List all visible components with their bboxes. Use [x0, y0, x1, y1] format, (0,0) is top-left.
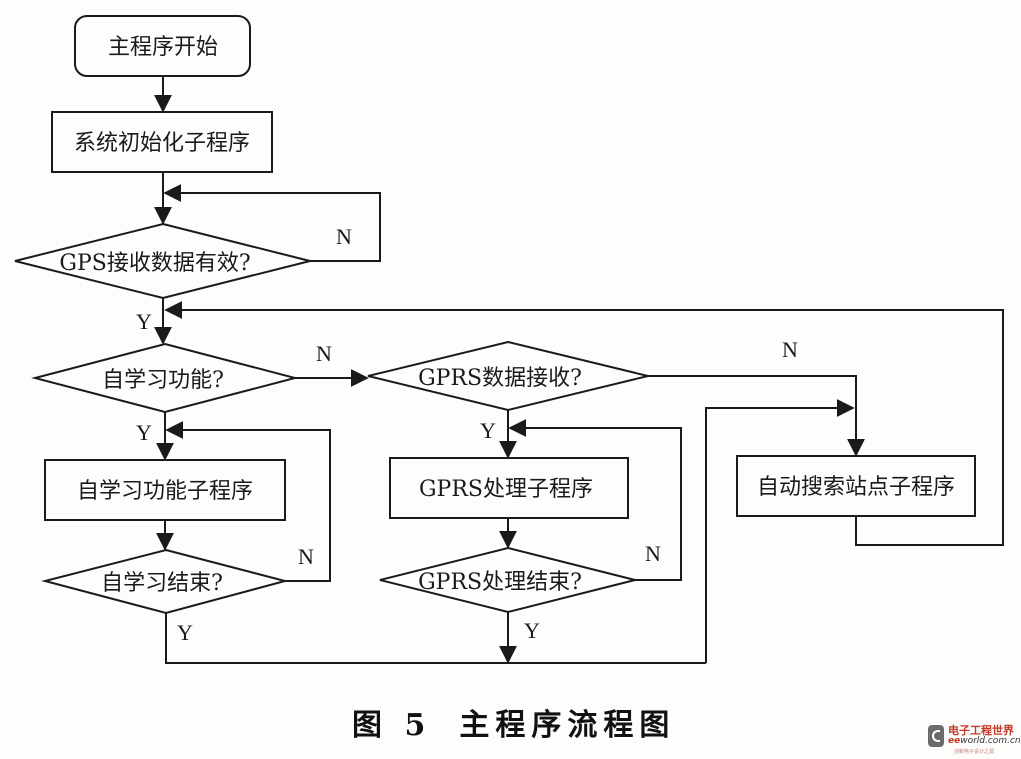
figure-caption: 图 5 主程序流程图 — [352, 700, 675, 744]
gps-valid-no-label: N — [336, 224, 352, 249]
figure-title: 主程序流程图 — [459, 708, 676, 743]
edge-self-learn-end-no-loop — [165, 421, 331, 582]
self-learn-yes-label: Y — [136, 420, 152, 445]
watermark-url-rest: world.com.cn — [960, 736, 1021, 746]
self-learn-end-yes-label: Y — [177, 620, 193, 645]
start-label: 主程序开始 — [108, 35, 218, 60]
edge-return-feedback — [164, 301, 1004, 546]
auto-search-process-box — [736, 455, 976, 517]
self-learn-label: 自学习功能? — [102, 368, 224, 393]
gprs-recv-label: GPRS数据接收? — [418, 366, 582, 391]
eeworld-watermark: 电子工程世界 eeworld.com.cn 创新电子设计之源 — [928, 722, 1021, 756]
self-learn-end-no-label: N — [298, 544, 314, 569]
eeworld-logo-icon — [928, 725, 944, 747]
self-learn-no-label: N — [316, 341, 332, 366]
gps-valid-label: GPS接收数据有效? — [59, 251, 250, 276]
watermark-title: 电子工程世界 — [948, 724, 1014, 737]
gprs-end-label: GPRS处理结束? — [418, 570, 582, 595]
gps-valid-yes-label: Y — [136, 309, 152, 334]
edge-gps-no-loop — [163, 184, 381, 262]
watermark-url-prefix: ee — [948, 736, 961, 746]
self-learn-end-label: 自学习结束? — [101, 571, 223, 596]
auto-search-label: 自动搜索站点子程序 — [757, 475, 955, 500]
watermark-url: eeworld.com.cn — [948, 736, 1021, 746]
gprs-sub-label: GPRS处理子程序 — [419, 477, 593, 502]
edge-bottom-to-auto-search — [705, 399, 855, 663]
edge-gprs-recv-no — [648, 375, 865, 457]
edge-gprs-end-no-loop — [508, 419, 682, 581]
gprs-recv-yes-label: Y — [480, 418, 496, 443]
edge-self-learn-end-yes — [165, 613, 706, 664]
self-learn-sub-label: 自学习功能子程序 — [77, 479, 253, 504]
watermark-slogan: 创新电子设计之源 — [954, 749, 995, 755]
gprs-end-no-label: N — [645, 541, 661, 566]
figure-number: 图 5 — [352, 708, 432, 743]
init-label: 系统初始化子程序 — [74, 131, 250, 156]
self-learn-process-box — [44, 459, 286, 521]
init-process-box — [51, 111, 273, 173]
gprs-end-yes-label: Y — [524, 618, 540, 643]
gprs-recv-no-label: N — [782, 337, 798, 362]
